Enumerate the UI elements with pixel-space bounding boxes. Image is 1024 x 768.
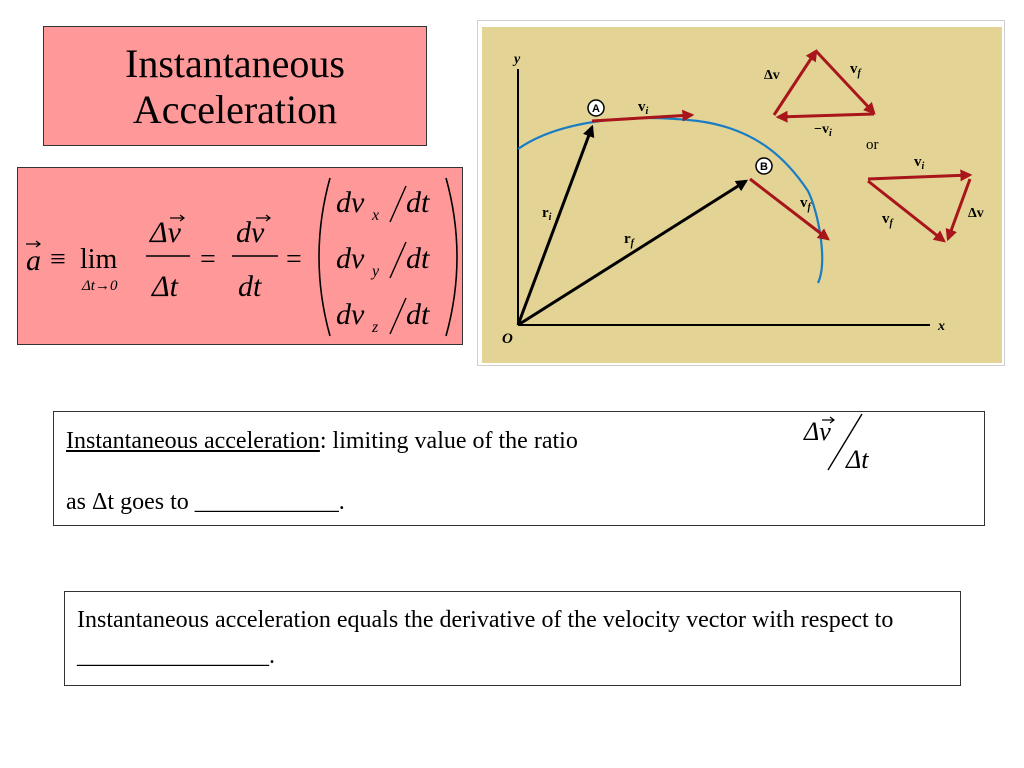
velocity-vector-vf [749,177,830,241]
derivative-box: Instantaneous acceleration equals the de… [64,591,961,686]
or-label: or [866,137,879,153]
eq-row-x-dv: dv [336,186,365,219]
eq-row-z-dt: dt [406,298,430,331]
origin-label: O [502,331,513,347]
eq-row-y-dv: dv [336,242,365,275]
t1-neg-vi-vector [775,110,875,123]
t1-vf-vector [814,49,876,115]
eq-row-z-dv: dv [336,298,365,331]
t2-vi-vector [867,169,973,182]
t2-vi-label: vi [914,154,925,172]
trajectory-diagram: y x O ri rf vi vf A B Δv vf −vi or vi vf… [477,20,1005,366]
eq-eq1: = [200,244,216,275]
definition-line-1: Instantaneous acceleration: limiting val… [66,428,578,455]
definition-term: Instantaneous acceleration [66,428,320,454]
eq-row-z-sub: z [371,319,379,336]
arrow-accent-icon [822,416,835,424]
slide-title: Instantaneous Acceleration [43,26,427,146]
eq-lim: lim [80,244,118,275]
point-a-label: A [592,103,600,115]
ri-label: ri [542,205,552,223]
definition-rest: : limiting value of the ratio [319,428,578,454]
t2-vf-label: vf [882,211,895,229]
t1-vf-label: vf [850,61,863,79]
derivative-text: Instantaneous acceleration equals the de… [77,607,894,669]
x-axis-label: x [937,319,945,334]
vf-label: vf [800,195,813,213]
velocity-vector-vi [591,109,695,123]
t2-dv-label: Δv [968,206,984,221]
arrow-accent-icon [256,214,271,222]
y-axis-label: y [512,52,521,67]
eq-row-x-sub: x [371,207,379,224]
point-b-marker [755,157,773,175]
position-vector-ri [516,124,595,326]
eq-eq2: = [286,244,302,275]
eq-frac2-num: dv [236,216,265,249]
t2-vf-vector [867,179,946,243]
arrow-accent-icon [170,214,185,222]
eq-equiv: ≡ [50,244,66,275]
point-a-marker [587,99,605,117]
eq-frac1-num: Δv [149,216,182,249]
eq-row-y-dt: dt [406,242,430,275]
vi-label: vi [638,99,649,117]
arrow-accent-icon [26,240,41,248]
eq-row-y-sub: y [370,263,380,280]
left-paren [318,177,331,337]
t2-dv-vector [945,178,972,242]
eq-lhs: a [26,244,41,277]
eq-row-x-dt: dt [406,186,430,219]
ratio-num: Δv [803,417,831,446]
ratio-fraction: Δv Δt [803,413,869,474]
definition-line-2: as Δt goes to ____________. [66,489,345,515]
t1-dv-vector [772,48,818,116]
acceleration-equation: a ≡ lim Δt→0 Δv Δt = dv dt = dv x dt dv … [17,167,463,345]
position-vector-rf [517,179,749,327]
eq-frac1-den: Δt [151,270,179,303]
eq-frac2-den: dt [238,270,262,303]
title-line-1: Instantaneous [125,41,345,86]
definition-box: Instantaneous acceleration: limiting val… [53,411,985,526]
diagram-panel [482,27,1002,363]
ratio-den: Δt [845,445,869,474]
t1-neg-vi-label: −vi [814,122,832,139]
right-paren [445,177,458,337]
point-b-label: B [760,161,768,173]
rf-label: rf [624,231,636,249]
trajectory-curve [517,117,824,284]
eq-lim-sub: Δt→0 [81,278,118,294]
title-line-2: Acceleration [132,87,338,132]
t1-dv-label: Δv [764,68,780,83]
